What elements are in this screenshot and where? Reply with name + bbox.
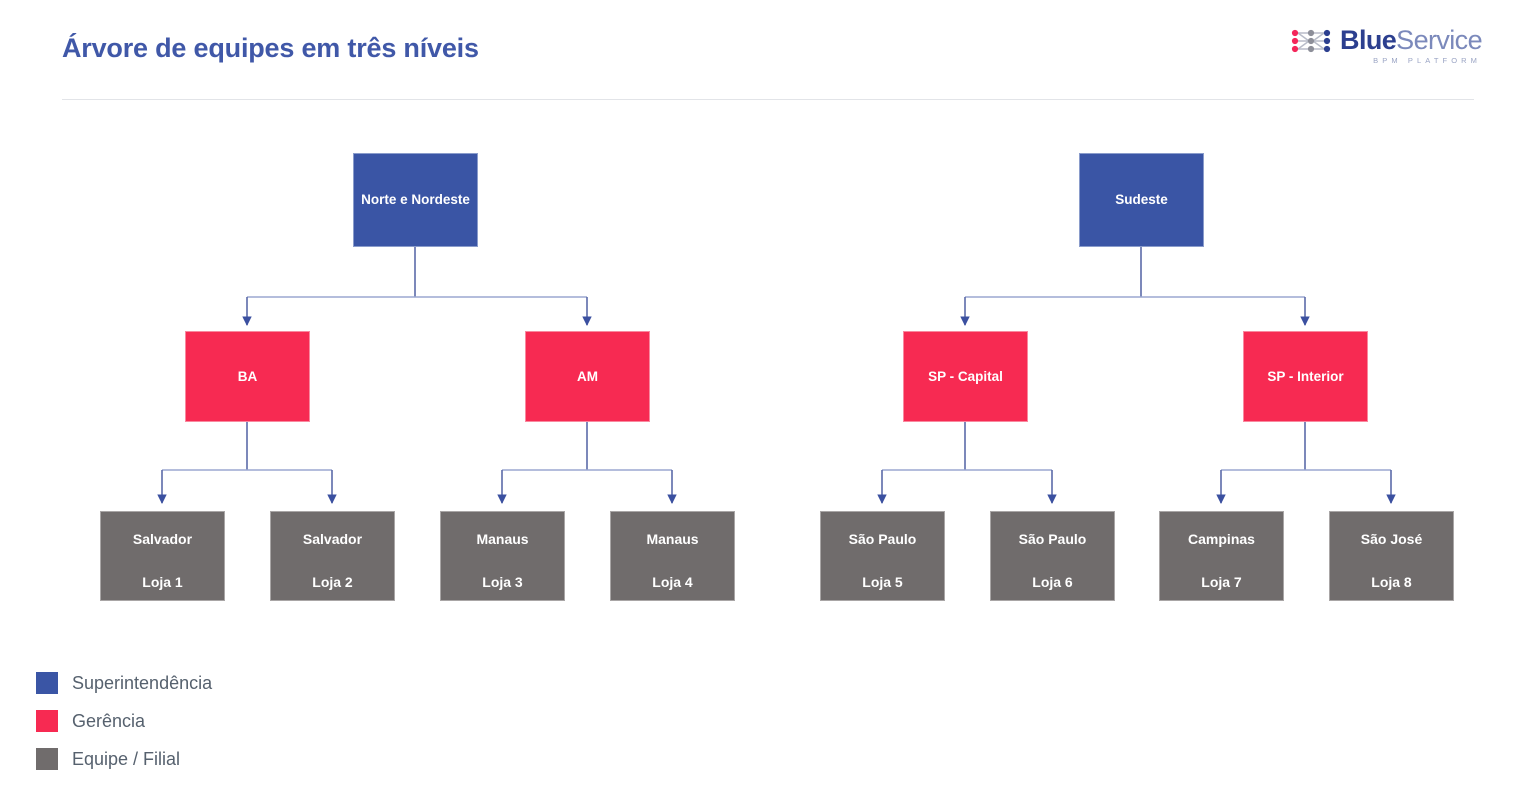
node-ba[interactable]: BA (185, 331, 310, 422)
node-sao-jose-loja-8[interactable]: São José Loja 8 (1329, 511, 1454, 601)
node-sublabel: Loja 3 (482, 573, 523, 590)
node-sp-capital[interactable]: SP - Capital (903, 331, 1028, 422)
node-label: São Paulo (848, 531, 917, 547)
tree-connectors (157, 247, 1396, 504)
node-label: SP - Capital (928, 368, 1003, 384)
node-sublabel: Loja 5 (862, 573, 903, 590)
legend-swatch-pink (36, 710, 58, 732)
node-label: Manaus (476, 531, 529, 547)
network-nodes-icon (1291, 29, 1331, 52)
node-label: Salvador (132, 531, 193, 547)
node-label: AM (577, 368, 598, 384)
node-am[interactable]: AM (525, 331, 650, 422)
node-salvador-loja-1[interactable]: Salvador Loja 1 (100, 511, 225, 601)
legend-item-equipe-filial: Equipe / Filial (36, 740, 212, 778)
page-title: Árvore de equipes em três níveis (62, 33, 479, 63)
node-manaus-loja-3[interactable]: Manaus Loja 3 (440, 511, 565, 601)
node-label: SP - Interior (1267, 368, 1344, 384)
legend-label: Gerência (72, 710, 146, 731)
node-label: Manaus (646, 531, 699, 547)
node-sudeste[interactable]: Sudeste (1079, 153, 1204, 247)
node-label: Campinas (1188, 531, 1255, 547)
logo-name-bold: Blue (1340, 25, 1397, 55)
node-norte-e-nordeste[interactable]: Norte e Nordeste (353, 153, 478, 247)
node-sp-interior[interactable]: SP - Interior (1243, 331, 1368, 422)
logo-row: BlueService (1289, 25, 1483, 55)
node-label: BA (237, 368, 258, 384)
org-tree-chart: Norte e Nordeste Sudeste BA AM SP - Capi… (100, 153, 1454, 601)
node-sublabel: Loja 4 (652, 573, 693, 590)
logo-name-light: Service (1396, 25, 1482, 55)
legend-swatch-gray (36, 748, 58, 770)
page-header: Árvore de equipes em três níveis (0, 0, 1536, 103)
node-sao-paulo-loja-5[interactable]: São Paulo Loja 5 (820, 511, 945, 601)
title-divider (62, 99, 1474, 100)
node-label: Salvador (302, 531, 363, 547)
legend-swatch-blue (36, 672, 58, 694)
node-label: São José (1360, 531, 1423, 547)
node-sublabel: Loja 2 (312, 573, 353, 590)
logo-wordmark: BlueService (1340, 25, 1483, 55)
legend-item-superintendencia: Superintendência (36, 664, 212, 702)
node-sublabel: Loja 6 (1032, 573, 1073, 590)
node-label: Sudeste (1115, 192, 1168, 208)
legend-label: Superintendência (72, 672, 213, 693)
node-label: Norte e Nordeste (361, 192, 470, 208)
legend-label: Equipe / Filial (72, 748, 181, 769)
logo-tagline: BPM PLATFORM (1373, 56, 1481, 65)
node-sublabel: Loja 1 (142, 573, 183, 590)
node-label: São Paulo (1018, 531, 1087, 547)
node-salvador-loja-2[interactable]: Salvador Loja 2 (270, 511, 395, 601)
node-campinas-loja-7[interactable]: Campinas Loja 7 (1159, 511, 1284, 601)
node-sao-paulo-loja-6[interactable]: São Paulo Loja 6 (990, 511, 1115, 601)
legend-item-gerencia: Gerência (36, 702, 212, 740)
brand-logo: BlueService BPM PLATFORM (1289, 25, 1483, 73)
node-manaus-loja-4[interactable]: Manaus Loja 4 (610, 511, 735, 601)
legend: Superintendência Gerência Equipe / Filia… (36, 664, 212, 778)
node-sublabel: Loja 8 (1371, 573, 1412, 590)
node-sublabel: Loja 7 (1201, 573, 1242, 590)
